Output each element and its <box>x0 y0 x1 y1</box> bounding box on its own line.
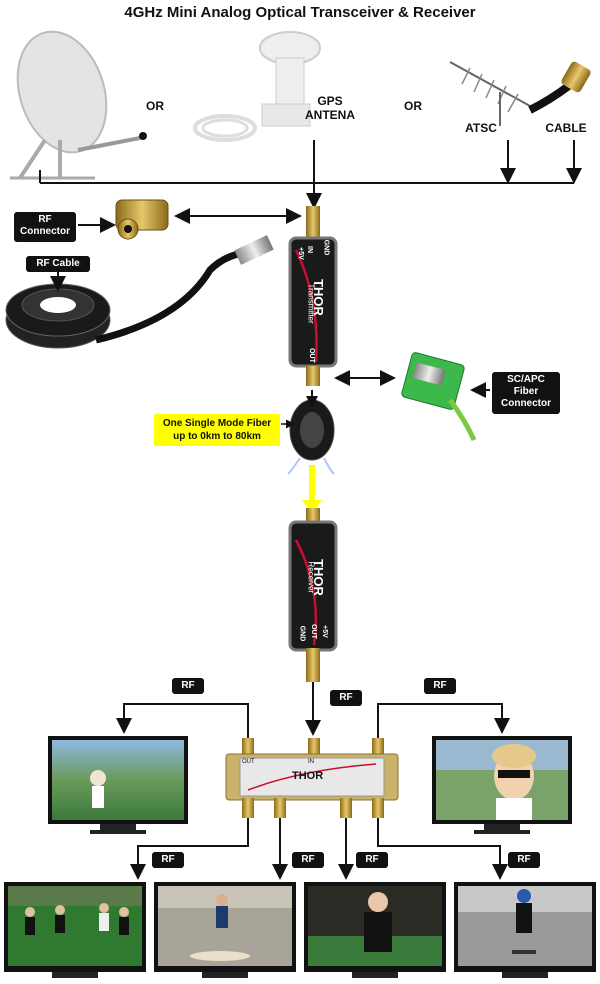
tv-screen-boy-field <box>304 882 446 978</box>
transmitter-device <box>288 206 338 386</box>
scapc-callout-line2: Fiber <box>513 386 539 397</box>
rf-label: RF <box>508 852 540 868</box>
tv-screen-skateboard <box>454 882 596 978</box>
rf-connector-callout-line1: RF <box>38 214 52 225</box>
scapc-callout-line3: Connector <box>501 398 551 409</box>
rf-label: RF <box>292 852 324 868</box>
receiver-brand-label: THOR <box>310 559 326 596</box>
rf-label: RF <box>424 678 456 694</box>
rf-cable-callout: RF Cable <box>26 256 90 272</box>
atsc-antenna-icon <box>449 61 531 126</box>
cable-label: CABLE <box>545 121 587 135</box>
fiber-callout-line1: One Single Mode Fiber <box>162 418 272 429</box>
atsc-label: ATSC <box>465 121 497 135</box>
satellite-dish-icon <box>10 30 147 180</box>
scapc-fiber-connector-icon <box>401 352 477 442</box>
rf-cable-coil-icon <box>5 235 274 349</box>
receiver-out-label: OUT <box>309 624 317 639</box>
receiver-device <box>288 508 338 682</box>
gps-label-line2: ANTENA <box>305 108 355 122</box>
rf-label: RF <box>330 690 362 706</box>
tv-screen-skimboard <box>154 882 296 978</box>
fiber-callout: One Single Mode Fiber up to 0km to 80km <box>154 414 280 446</box>
rf-connector-icon <box>115 199 169 240</box>
transmitter-out-label: OUT <box>307 348 315 363</box>
rf-connector-callout-line2: Connector <box>20 226 70 237</box>
transmitter-power-label: +5V <box>296 247 304 260</box>
gps-antenna-icon <box>193 31 321 142</box>
transmitter-gnd-label: GND <box>322 239 330 256</box>
or-label-1: OR <box>146 99 164 113</box>
splitter-device <box>225 738 399 818</box>
receiver-gnd-label: GND <box>298 625 306 642</box>
transmitter-in-label: IN <box>306 246 313 253</box>
tv-screen-kids-soccer <box>4 882 146 978</box>
fiber-callout-line2: up to 0km to 80km <box>173 431 261 442</box>
transmitter-brand-label: THOR <box>310 279 326 316</box>
splitter-out-label: OUT <box>242 759 255 765</box>
rf-label: RF <box>172 678 204 694</box>
tv-screen-boy-sunglasses <box>432 736 572 834</box>
page-title: 4GHz Mini Analog Optical Transceiver & R… <box>124 4 476 21</box>
cable-connector-icon <box>528 61 591 114</box>
tv-screen-soccer <box>48 736 188 834</box>
gps-antenna-label: GPS ANTENA <box>300 94 360 122</box>
or-label-2: OR <box>404 99 422 113</box>
rf-label: RF <box>152 852 184 868</box>
gps-label-line1: GPS <box>317 94 343 108</box>
scapc-callout-line1: SC/APC <box>507 374 545 385</box>
fiber-reel-icon <box>287 399 335 475</box>
scapc-callout: SC/APC Fiber Connector <box>492 372 560 414</box>
rf-label: RF <box>356 852 388 868</box>
splitter-brand-label: THOR <box>292 770 324 782</box>
receiver-power-label: +5V <box>320 625 328 638</box>
splitter-in-label: IN <box>308 759 314 765</box>
rf-connector-callout: RF Connector <box>14 212 76 242</box>
